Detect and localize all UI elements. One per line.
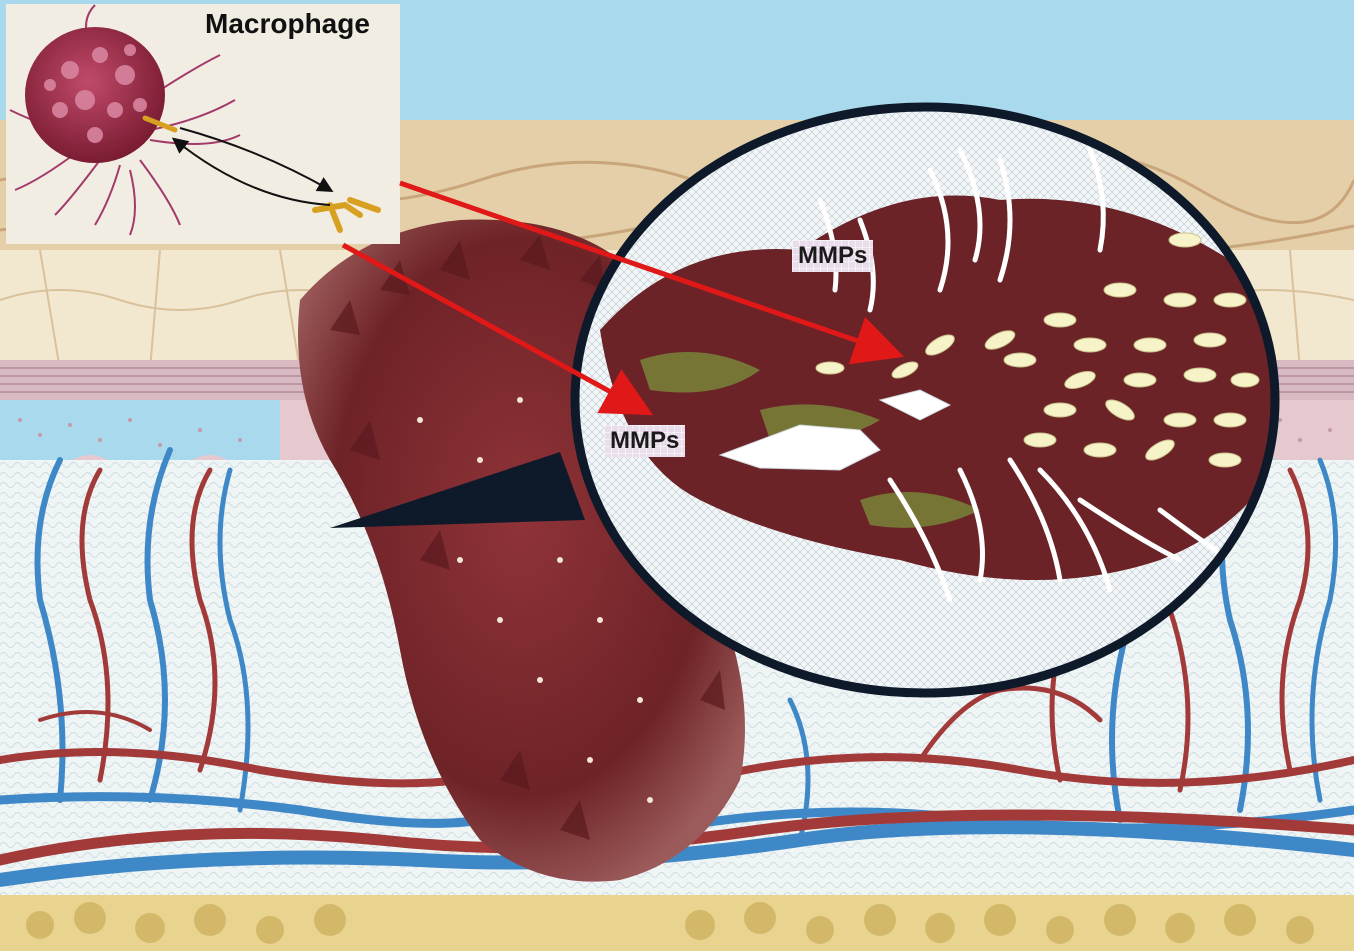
mmps-label-lens: MMPs <box>792 240 873 272</box>
mmps-label-wound: MMPs <box>604 425 685 457</box>
macrophage-label: Macrophage <box>205 8 370 40</box>
